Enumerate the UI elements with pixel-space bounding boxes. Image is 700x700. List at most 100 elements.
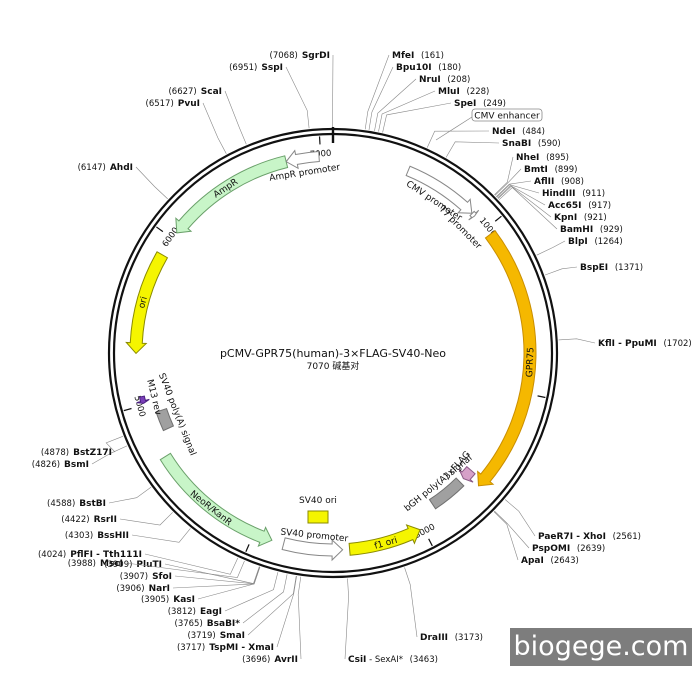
site-sfoi-pos: (3907)	[120, 572, 148, 582]
site-kfli-ppumi-name: KflI - PpuMI	[598, 339, 657, 349]
site-mfei-name: MfeI	[392, 51, 414, 61]
site-bsshii-name: BssHII	[97, 531, 129, 541]
site-bmti: BmtI (899)	[494, 165, 578, 196]
site-spei: SpeI (249)	[382, 99, 506, 133]
site-kasi-name: KasI	[173, 595, 195, 605]
site-mlui-name: MluI	[438, 87, 460, 97]
tick-mark	[156, 226, 164, 233]
site-sfoi-label: (3907)SfoI	[120, 572, 172, 582]
site-rsrii: (4422)RsrII	[61, 512, 173, 526]
site-bamhi-label: BamHI (929)	[560, 225, 623, 235]
site-bsshii-leader	[131, 528, 191, 543]
site-csii-sexai-name: CsiI	[348, 655, 366, 665]
site-apai-leader	[493, 511, 519, 561]
site-smai-pos: (3719)	[187, 631, 215, 641]
site-avrii-pos: (3696)	[242, 655, 270, 665]
site-sgrdi: (7068)SgrDI	[270, 51, 334, 127]
site-ndei-pos: (484)	[519, 127, 545, 137]
site-eagi-name: EagI	[200, 607, 222, 617]
site-bamhi-leader	[498, 187, 558, 230]
site-pvui-name: PvuI	[178, 99, 200, 109]
site-bstbi-pos: (4588)	[47, 499, 75, 509]
site-ahdi-label: (6147)AhdI	[78, 163, 133, 173]
site-bstbi-label: (4588) BstBI	[47, 499, 106, 509]
site-bstz17i-pos: (4878)	[41, 448, 69, 458]
feature-ori-arrow	[125, 251, 169, 355]
site-csii-sexai: CsiI - SexAI* (3463)	[344, 578, 438, 665]
site-aflii-leader	[495, 180, 532, 197]
watermark-logo: biogege.com	[510, 628, 692, 666]
site-mlui-pos: (228)	[464, 87, 490, 97]
site-smai-leader	[247, 575, 297, 636]
site-pvui-leader	[202, 102, 227, 154]
tick-mark	[537, 395, 546, 399]
site-ahdi: (6147)AhdI	[78, 163, 168, 200]
site-bsshii: (4303) BssHII	[65, 528, 191, 543]
site-nari-label: (3906)NarI	[116, 584, 170, 594]
site-kasi-pos: (3905)	[141, 595, 169, 605]
site-msci-leader	[125, 560, 245, 578]
site-bsabi-label: (3765)BsaBI*	[175, 619, 241, 629]
site-blpi-leader	[536, 240, 566, 256]
site-draiii-label: DraIII (3173)	[420, 633, 483, 643]
site-bspei-label: BspEI (1371)	[580, 263, 643, 273]
site-rsrii-name: RsrII	[94, 515, 117, 525]
feature-sv40-ori: SV40 ori	[299, 496, 337, 524]
site-rsrii-leader	[119, 512, 173, 526]
site-pflfi-tth111i-label: (4024) PflFI - Tth111I	[38, 550, 142, 560]
site-tspmi-xmai-name: TspMI - XmaI	[209, 643, 274, 653]
site-scai: (6627)ScaI	[168, 87, 247, 145]
site-ndei-leader	[426, 130, 490, 148]
site-pflfi-tth111i-name: PflFI - Tth111I	[70, 550, 142, 560]
site-sgrdi-pos: (7068)	[270, 51, 298, 61]
site-bspei-pos: (1371)	[612, 263, 643, 273]
site-bstbi: (4588) BstBI	[47, 486, 152, 509]
site-mlui-label: MluI (228)	[438, 87, 489, 97]
site-tspmi-xmai-leader	[276, 576, 297, 648]
site-draiii-leader	[404, 567, 418, 638]
tick-mark	[245, 544, 250, 552]
site-sspi: (6951)SspI	[229, 63, 310, 129]
site-bspei-name: BspEI	[580, 263, 608, 273]
site-ndei-label: NdeI (484)	[492, 127, 545, 137]
site-bstz17i-label: (4878)BstZ17I	[41, 448, 112, 458]
site-sfoi: (3907)SfoI	[120, 566, 260, 585]
feature-cmv-enhancer-label-box	[471, 108, 543, 122]
site-kpni-pos: (921)	[581, 213, 607, 223]
site-bstbi-leader	[108, 486, 152, 504]
feature-cmv-promoter-arrow	[405, 165, 473, 214]
site-kasi-label: (3905) KasI	[141, 595, 195, 605]
site-pvui: (6517)PvuI	[146, 99, 227, 154]
site-mlui-leader	[378, 90, 436, 132]
site-acc65i: Acc65I (917)	[497, 185, 612, 211]
site-pluti: (3909)PluTI	[104, 560, 260, 584]
site-msci-pos: (3988)	[68, 559, 96, 569]
feature-sv40-promoter-arrow	[281, 537, 344, 562]
feature-ampr-promoter-arrow	[285, 149, 320, 170]
site-snabi-leader	[445, 141, 500, 158]
site-scai-leader	[224, 90, 247, 145]
site-pflfi-tth111i-pos: (4024)	[38, 550, 66, 560]
site-spei-pos: (249)	[480, 99, 506, 109]
site-pluti-pos: (3909)	[104, 560, 132, 570]
site-apai-label: ApaI (2643)	[521, 556, 579, 566]
site-spei-name: SpeI	[454, 99, 476, 109]
site-eagi-pos: (3812)	[168, 607, 196, 617]
site-spei-leader	[382, 102, 452, 133]
site-nhei-name: NheI	[516, 153, 539, 163]
feature-bgh-poly-a-signal-arrow	[428, 477, 465, 510]
site-bmti-pos: (899)	[552, 165, 578, 175]
feature-cmv-enhancer-label: CMV enhancer	[474, 112, 540, 122]
site-ahdi-leader	[135, 166, 168, 200]
site-snabi-label: SnaBI (590)	[502, 139, 561, 149]
site-smai-name: SmaI	[220, 631, 245, 641]
site-snabi-name: SnaBI	[502, 139, 531, 149]
tick-mark	[123, 407, 132, 412]
feature-ori-label: ori	[137, 296, 150, 310]
site-paer7i-xhoi-label: PaeR7I - XhoI (2561)	[538, 532, 641, 542]
site-bstbi-name: BstBI	[79, 499, 106, 509]
site-acc65i-pos: (917)	[586, 201, 612, 211]
site-mfei-pos: (161)	[418, 51, 444, 61]
site-bsshii-pos: (4303)	[65, 531, 93, 541]
